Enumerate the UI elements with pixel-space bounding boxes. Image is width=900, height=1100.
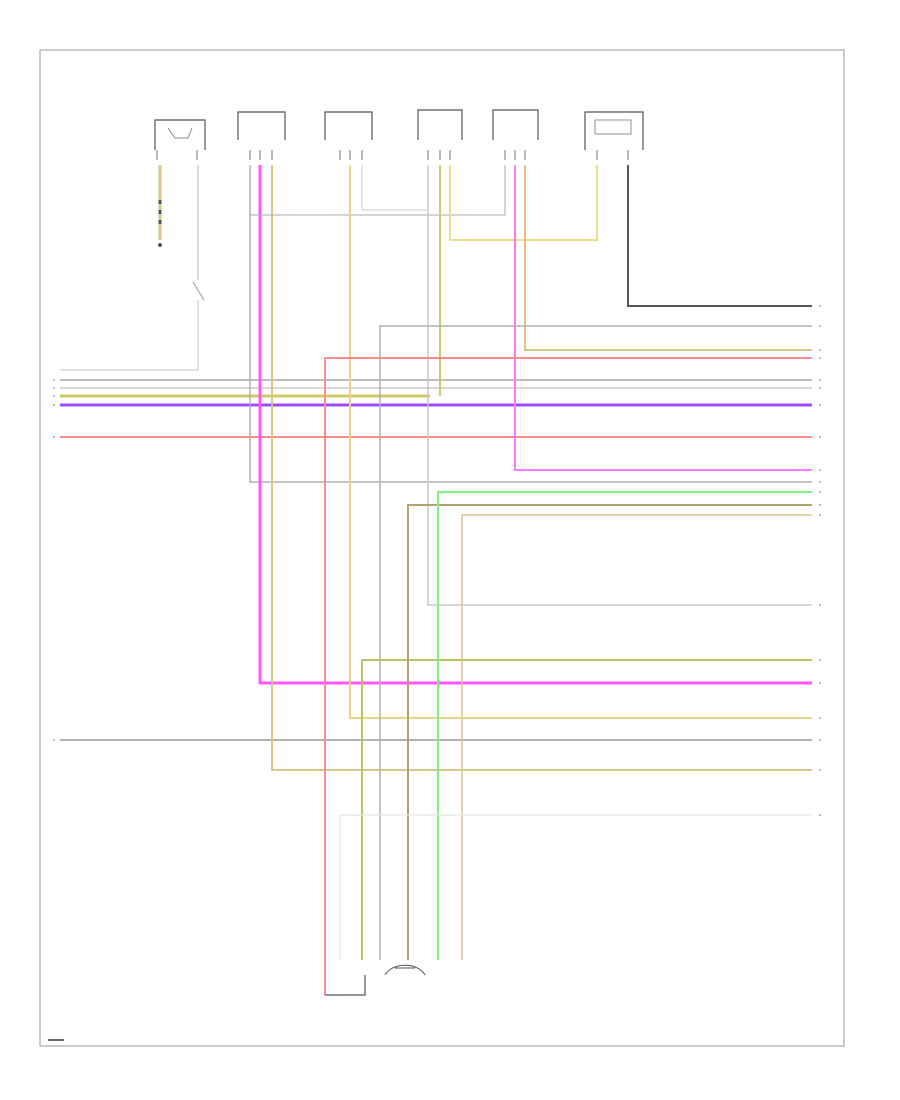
seat-belt-switch [154,119,206,150]
right-seatbelt-sensor [237,111,286,140]
front-passenger-seat-wires [504,165,812,471]
diagram-frame [39,49,845,1047]
front-passenger-sensor-wires [427,165,812,606]
front-passenger-sensor [417,109,463,140]
left-seatbelt-sensor [324,111,373,140]
front-passenger-seat [492,109,539,140]
seat-belt-switch-wires [60,165,205,371]
right-sensor-wires [249,165,812,771]
left-sensor-wires [349,165,812,719]
passenger-airbag-indicator [584,111,644,150]
airbag-module-wires [324,325,812,995]
connector-pins [156,150,629,160]
right-terminals [819,305,821,816]
airbag-control-module [325,964,426,996]
horizontal-bus [60,379,812,741]
airbag-indicator-wires [627,165,812,307]
left-terminals [53,379,55,741]
